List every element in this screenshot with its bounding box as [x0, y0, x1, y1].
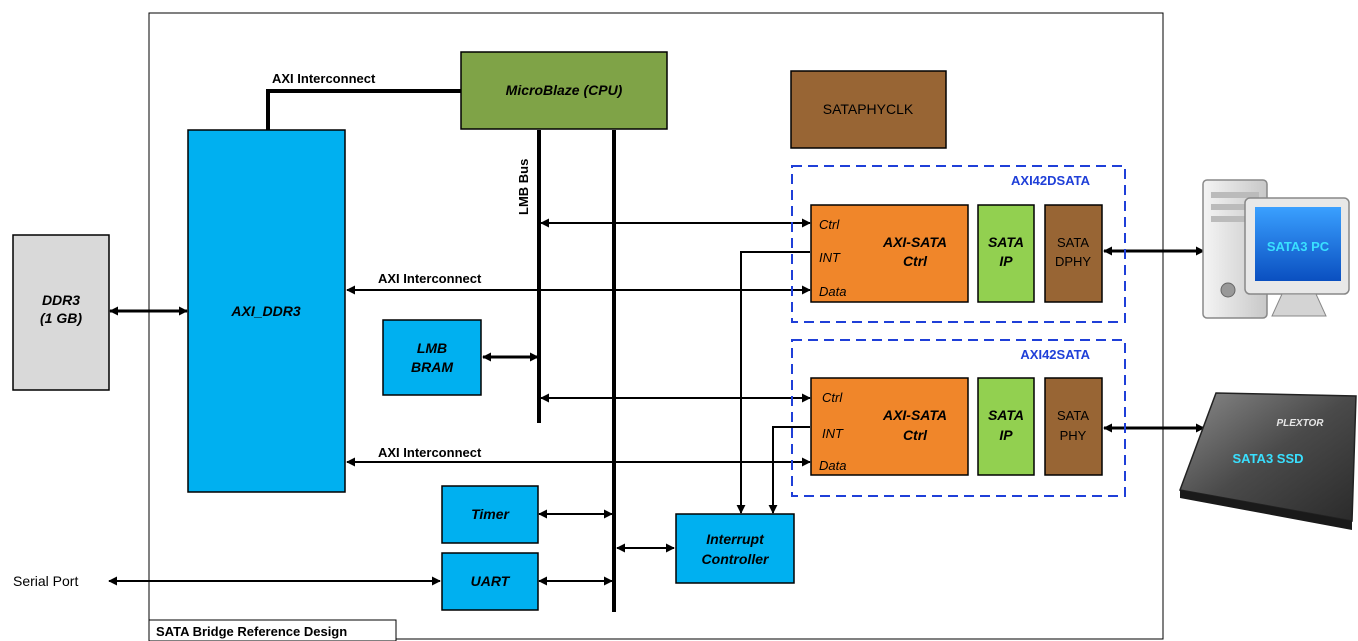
axi-ddr3-label: AXI_DDR3	[230, 303, 300, 319]
sata-ip-top-line1: SATA	[988, 234, 1024, 250]
sata-dphy-line1: SATA	[1057, 235, 1089, 250]
lmb-bram-line2: BRAM	[411, 359, 453, 375]
ctrl-bottom-label2: Ctrl	[903, 427, 928, 443]
sata-phy-line1: SATA	[1057, 408, 1089, 423]
pc-screen	[1255, 207, 1341, 281]
lmb-bram-block: LMB BRAM	[382, 319, 482, 396]
axi42sata-label: AXI42SATA	[1020, 347, 1090, 362]
axi-interconnect-low-label: AXI Interconnect	[378, 445, 482, 460]
lmb-bus-label: LMB Bus	[516, 159, 531, 215]
sata-phy-line2: PHY	[1060, 428, 1087, 443]
sata3-ssd-device: PLEXTOR SATA3 SSD	[1178, 392, 1357, 530]
intc-line2: Controller	[702, 551, 770, 567]
sataphyclk-label: SATAPHYCLK	[823, 101, 914, 117]
axi42sata-group: AXI42SATA Ctrl INT Data AXI-SATA Ctrl SA…	[791, 339, 1126, 497]
ddr3-size: (1 GB)	[40, 310, 82, 326]
diagram-title: SATA Bridge Reference Design	[156, 624, 347, 639]
sata-ip-bottom-line2: IP	[999, 427, 1013, 443]
title-box	[148, 619, 397, 641]
sata-ip-top	[977, 204, 1035, 303]
sata3-ssd-label: SATA3 SSD	[1232, 451, 1303, 466]
axi-sata-ctrl-bottom	[810, 377, 969, 476]
axi42dsata-label: AXI42DSATA	[1011, 173, 1091, 188]
microblaze-cpu-block: MicroBlaze (CPU)	[460, 51, 668, 130]
ctrl-bottom-port-int: INT	[822, 426, 844, 441]
microblaze-label: MicroBlaze (CPU)	[506, 82, 623, 98]
interrupt-controller-block: Interrupt Controller	[675, 513, 795, 584]
uart-label: UART	[471, 573, 511, 589]
axi-interconnect-top-label: AXI Interconnect	[272, 71, 376, 86]
axi42dsata-group: AXI42DSATA Ctrl INT Data AXI-SATA Ctrl S…	[791, 165, 1126, 323]
ctrl-top-port-ctrl: Ctrl	[819, 217, 840, 232]
sata3-pc-label: SATA3 PC	[1267, 239, 1330, 254]
ctrl-bottom-label1: AXI-SATA	[882, 407, 947, 423]
intc-line1: Interrupt	[706, 531, 765, 547]
sata-phy-bottom	[1044, 377, 1103, 476]
int-bottom-line	[768, 426, 810, 514]
ddr3-label: DDR3	[42, 292, 80, 308]
ctrl-bottom-port-ctrl: Ctrl	[822, 390, 843, 405]
timer-label: Timer	[471, 506, 510, 522]
ctrl-top-port-int: INT	[819, 250, 841, 265]
uart-block: UART	[441, 552, 539, 611]
sata3-pc-device: SATA3 PC	[1202, 179, 1350, 319]
axi-interconnect-top-line	[266, 89, 461, 130]
serial-port-label: Serial Port	[13, 573, 78, 589]
sata-dphy-line2: DPHY	[1055, 254, 1091, 269]
reference-design-frame	[148, 12, 1164, 640]
lmb-bram-line1: LMB	[417, 340, 447, 356]
ddr3-block: DDR3 (1 GB)	[12, 234, 110, 391]
axi-interconnect-mid-label: AXI Interconnect	[378, 271, 482, 286]
sata-ip-top-line2: IP	[999, 253, 1013, 269]
sata-dphy-top	[1044, 204, 1103, 303]
sata-ip-bottom	[977, 377, 1035, 476]
ctrl-top-port-data: Data	[819, 284, 846, 299]
timer-block: Timer	[441, 485, 539, 544]
sata-ip-bottom-line1: SATA	[988, 407, 1024, 423]
ctrl-bottom-port-data: Data	[819, 458, 846, 473]
axi-sata-ctrl-top	[810, 204, 969, 303]
ssd-brand-label: PLEXTOR	[1276, 418, 1324, 429]
ctrl-top-label2: Ctrl	[903, 253, 928, 269]
int-top-line	[736, 251, 810, 514]
ctrl-top-label1: AXI-SATA	[882, 234, 947, 250]
sataphyclk-block: SATAPHYCLK	[790, 70, 947, 149]
axi-ddr3-block: AXI_DDR3	[187, 129, 346, 493]
